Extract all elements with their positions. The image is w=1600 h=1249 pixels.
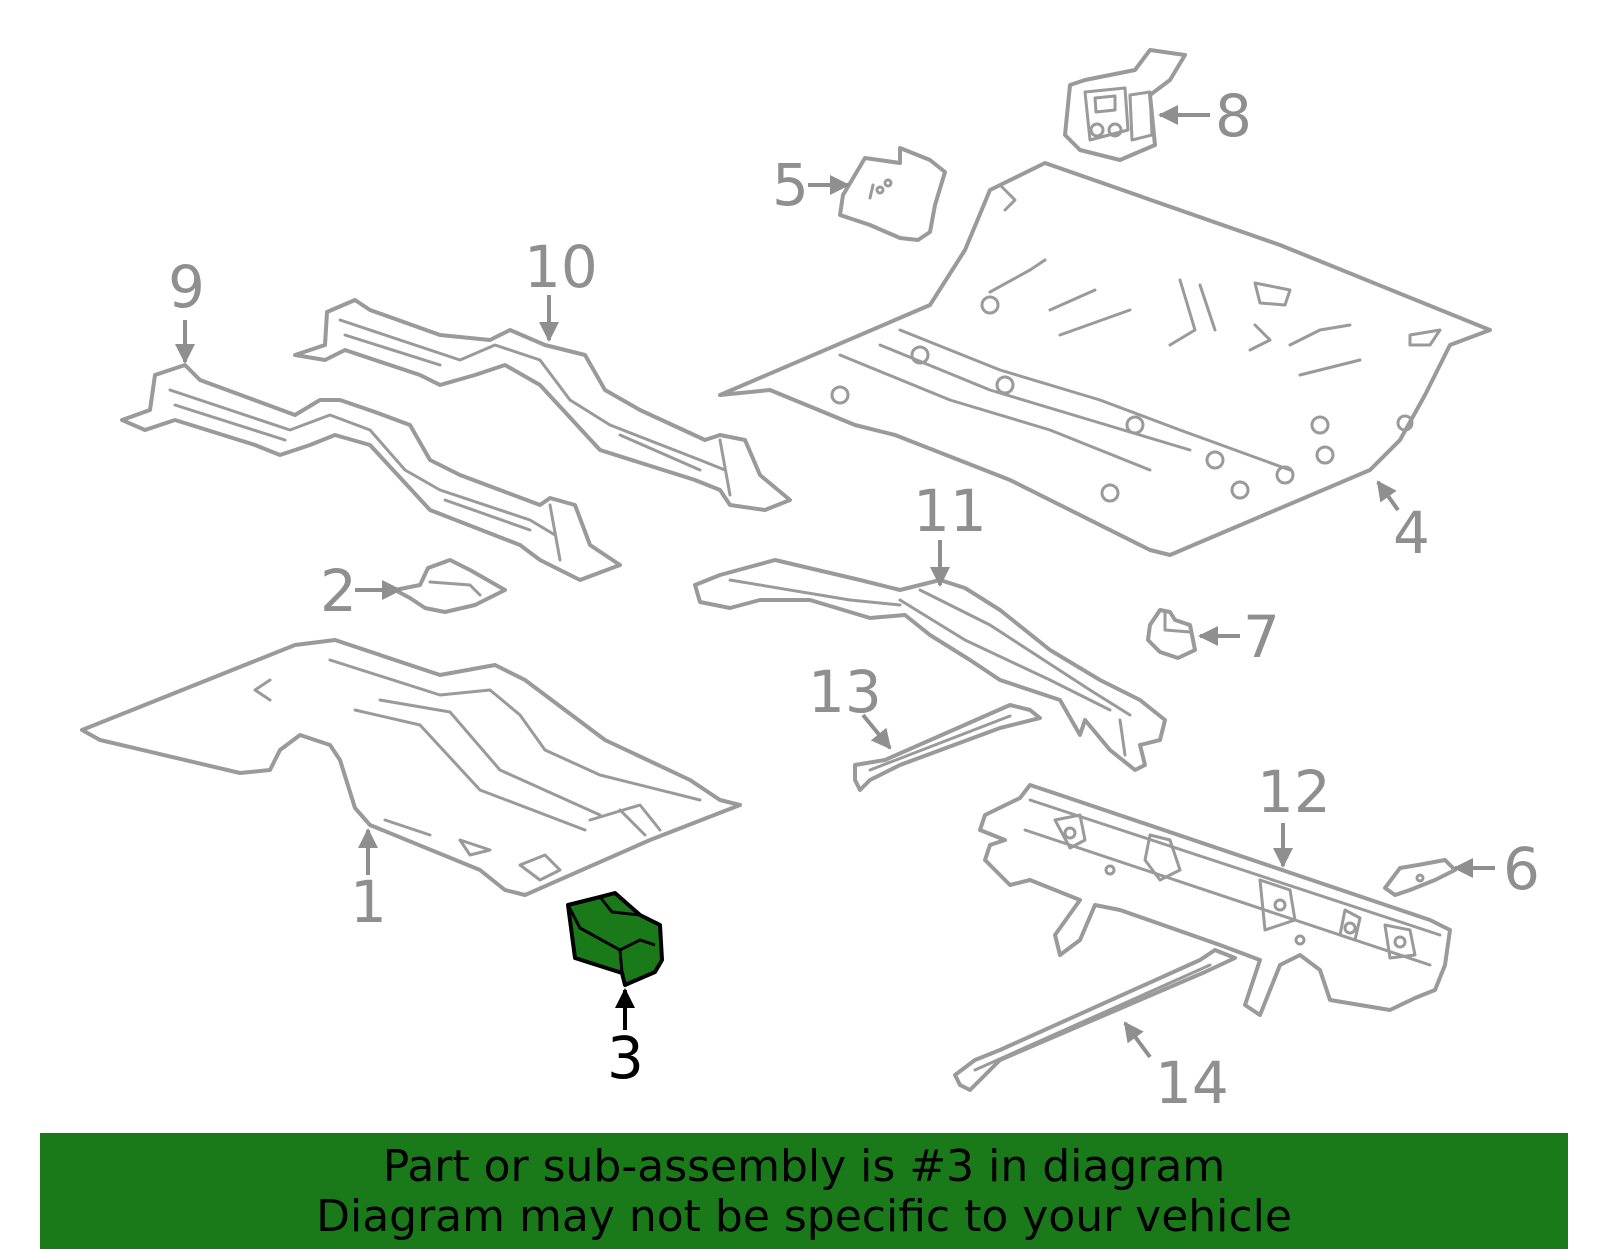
part-13-rail: [853, 703, 1042, 792]
part-8-bracket: [1063, 48, 1187, 162]
part-1-front-floor-pan: [80, 638, 742, 897]
part-10-crossmember: [293, 298, 792, 512]
part-12-crossmember: [978, 783, 1452, 1017]
callout-6: 6: [1503, 835, 1540, 903]
callout-3: 3: [607, 1024, 644, 1092]
part-5-plate: [838, 146, 947, 242]
callout-9: 9: [168, 253, 205, 321]
part-3-bracket-highlighted: [566, 891, 664, 987]
info-banner: Part or sub-assembly is #3 in diagram Di…: [40, 1133, 1568, 1249]
part-9-crossmember: [120, 363, 622, 582]
callout-8: 8: [1215, 82, 1252, 150]
callout-14-arrow: [1123, 1021, 1152, 1059]
callout-5: 5: [772, 151, 809, 219]
callout-2: 2: [320, 557, 357, 625]
part-14-rail: [953, 948, 1237, 1092]
callout-11: 11: [913, 477, 987, 545]
callout-13: 13: [808, 658, 882, 726]
callout-4-arrow: [1376, 480, 1400, 512]
part-4-rear-floor-pan: [718, 161, 1492, 557]
callout-4: 4: [1393, 499, 1430, 567]
callout-13-arrow: [861, 713, 892, 750]
banner-line-disclaimer: Diagram may not be specific to your vehi…: [316, 1191, 1292, 1242]
part-2-bracket: [393, 558, 507, 614]
part-7-clip: [1146, 608, 1197, 660]
callout-7: 7: [1243, 603, 1280, 671]
callout-12: 12: [1257, 758, 1331, 826]
callout-14: 14: [1155, 1049, 1229, 1117]
callout-10: 10: [524, 233, 598, 301]
part-6-plate: [1383, 858, 1457, 897]
callout-1: 1: [350, 868, 387, 936]
banner-line-part: Part or sub-assembly is #3 in diagram: [382, 1141, 1226, 1192]
